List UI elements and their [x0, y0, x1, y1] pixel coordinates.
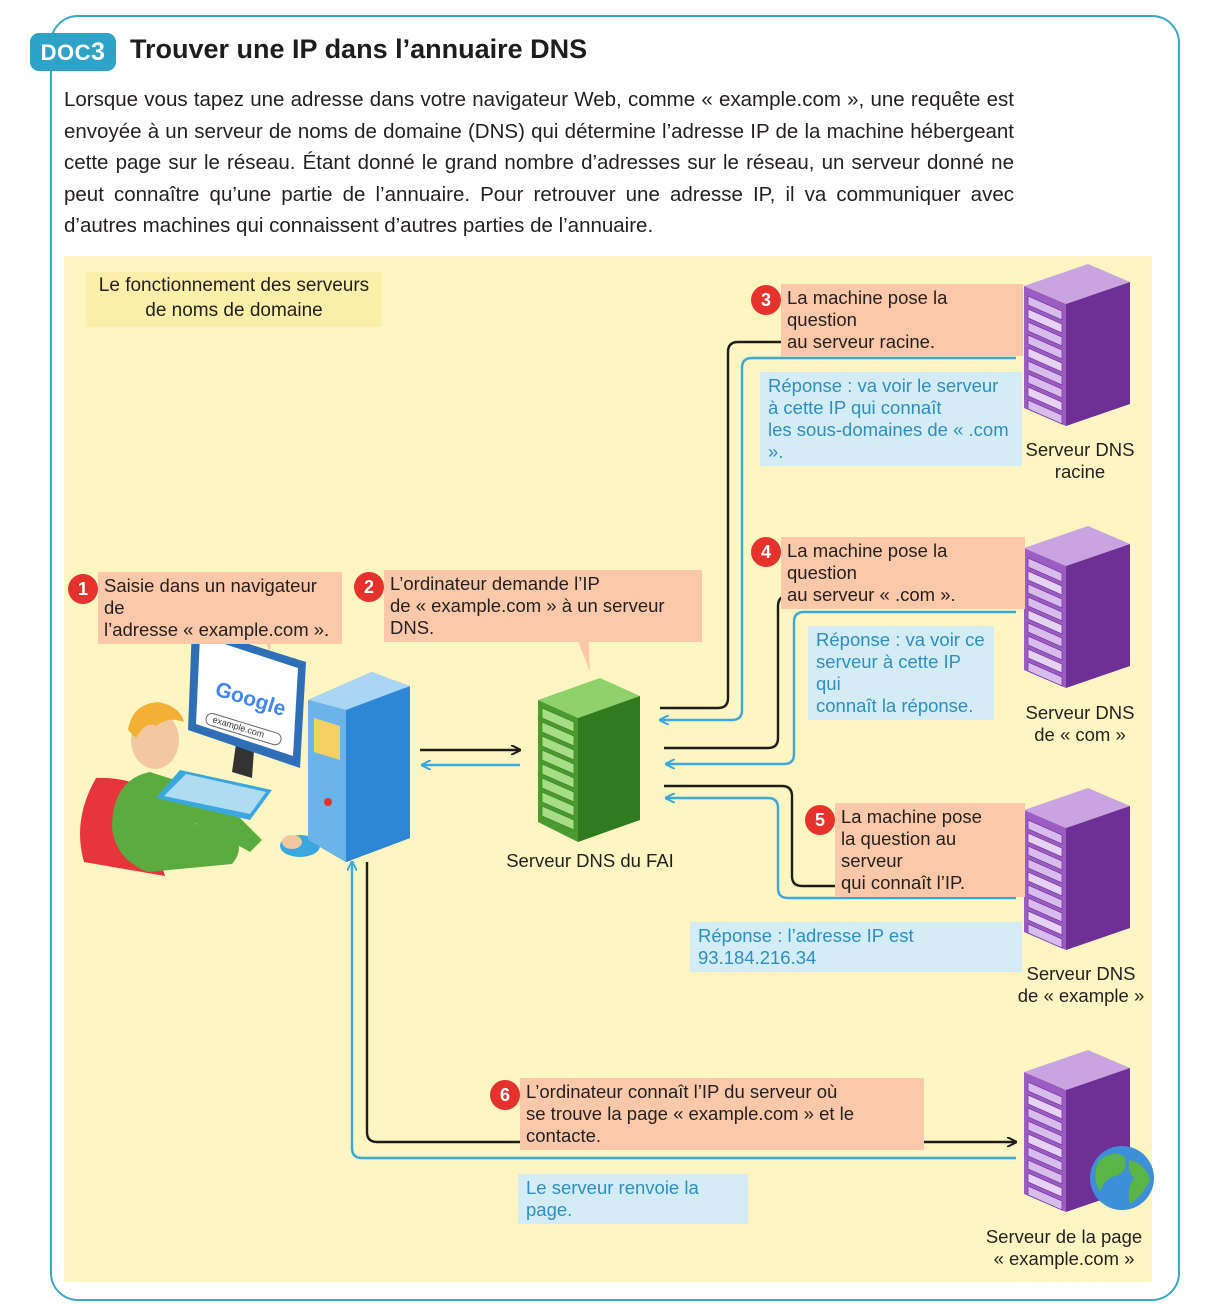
document-frame — [50, 15, 1180, 1301]
fai-server-label: Serveur DNS du FAI — [506, 850, 674, 871]
doc-badge-number: 3 — [90, 38, 106, 66]
response-arrows — [352, 356, 1016, 1160]
doc-badge: DOC3 — [30, 33, 116, 71]
example-server-icon — [1024, 788, 1130, 950]
step-1-line2: l’adresse « example.com ». — [104, 619, 330, 640]
step-4-marker: 4 — [751, 537, 781, 567]
step-4-line2: au serveur « .com ». — [787, 584, 956, 605]
step-3-marker: 3 — [751, 285, 781, 315]
diagram-title-line1: Le fonctionnement des serveurs — [98, 275, 370, 296]
globe-icon — [1090, 1146, 1154, 1210]
example-server-label-line1: Serveur DNS — [1026, 963, 1136, 984]
step-3-line1: La machine pose la question — [787, 287, 948, 330]
step-4-bubble: La machine pose la question au serveur «… — [781, 537, 1025, 609]
root-server-label-line2: racine — [1054, 461, 1106, 482]
answer-root-line2: à cette IP qui connaît — [768, 397, 942, 418]
page-server-icon — [1024, 1050, 1130, 1212]
step-6-line1: L’ordinateur connaît l’IP du serveur où — [526, 1081, 838, 1102]
step-6-line2: se trouve la page « example.com » et le … — [526, 1103, 855, 1146]
step-4-line1: La machine pose la question — [787, 540, 948, 583]
step-6-marker: 6 — [490, 1080, 520, 1110]
step-5-bubble: La machine pose la question au serveur q… — [835, 803, 1025, 897]
step-1-marker: 1 — [68, 574, 98, 604]
example-server-label: Serveur DNS de « example » — [1006, 963, 1156, 1007]
fai-server-slot — [541, 735, 575, 761]
computer-illustration — [80, 626, 410, 876]
step-5-marker: 5 — [805, 805, 835, 835]
com-server-label: Serveur DNS de « com » — [1010, 702, 1150, 746]
answer-com-line1: Réponse : va voir ce — [816, 629, 985, 650]
step-5-line2: la question au serveur — [841, 828, 957, 871]
root-server-label: Serveur DNS racine — [1010, 439, 1150, 483]
diagram-title-line2: de noms de domaine — [145, 300, 323, 321]
doc-badge-prefix: DOC — [40, 40, 91, 65]
fai-server-slot — [541, 721, 575, 747]
step-1-bubble: Saisie dans un navigateur de l’adresse «… — [98, 572, 342, 644]
example-server-label-line2: de « example » — [1017, 985, 1145, 1006]
fai-server-slot — [541, 791, 575, 817]
page-server-label-line1: Serveur de la page — [985, 1226, 1143, 1247]
page-server-label: Serveur de la page « example.com » — [978, 1226, 1150, 1270]
step-2-line2: de « example.com » à un serveur DNS. — [390, 595, 665, 638]
fai-server-icon — [538, 678, 640, 842]
answer-com-line2: serveur à cette IP qui — [816, 651, 961, 694]
step-5-line3: qui connaît l’IP. — [841, 872, 966, 893]
answer-com: Réponse : va voir ce serveur à cette IP … — [808, 626, 994, 720]
fai-server-slot — [541, 749, 575, 775]
step-1-line1: Saisie dans un navigateur de — [104, 575, 317, 618]
answer-com-line3: connaît la réponse. — [816, 695, 974, 716]
fai-server-slot — [541, 777, 575, 803]
com-server-label-line1: Serveur DNS — [1025, 702, 1135, 723]
step-2-line1: L’ordinateur demande l’IP — [390, 573, 600, 594]
answer-example: Réponse : l’adresse IP est 93.184.216.34 — [690, 922, 1022, 972]
com-server-label-line2: de « com » — [1034, 724, 1126, 745]
answer-root-line1: Réponse : va voir le serveur — [768, 375, 999, 396]
step-5-line1: La machine pose — [841, 806, 982, 827]
doc-title: Trouver une IP dans l’annuaire DNS — [130, 34, 588, 64]
root-server-icon — [1024, 264, 1130, 426]
answer-root: Réponse : va voir le serveur à cette IP … — [760, 372, 1022, 466]
step-3-bubble: La machine pose la question au serveur r… — [781, 284, 1023, 356]
diagram-title: Le fonctionnement des serveurs de noms d… — [86, 272, 382, 327]
root-server-label-line1: Serveur DNS — [1025, 439, 1135, 460]
step-2-marker: 2 — [354, 572, 384, 602]
fai-server-slot — [541, 707, 575, 733]
answer-page: Le serveur renvoie la page. — [518, 1174, 748, 1224]
step-3-line2: au serveur racine. — [787, 331, 936, 352]
fai-server-slot — [541, 763, 575, 789]
intro-paragraph: Lorsque vous tapez une adresse dans votr… — [64, 88, 1014, 237]
answer-root-line3: les sous-domaines de « .com ». — [768, 419, 1009, 462]
step-2-bubble: L’ordinateur demande l’IP de « example.c… — [384, 570, 702, 642]
com-server-icon — [1024, 526, 1130, 688]
fai-server-slot — [541, 805, 575, 831]
page-server-label-line2: « example.com » — [993, 1248, 1135, 1269]
step-6-bubble: L’ordinateur connaît l’IP du serveur où … — [520, 1078, 924, 1150]
